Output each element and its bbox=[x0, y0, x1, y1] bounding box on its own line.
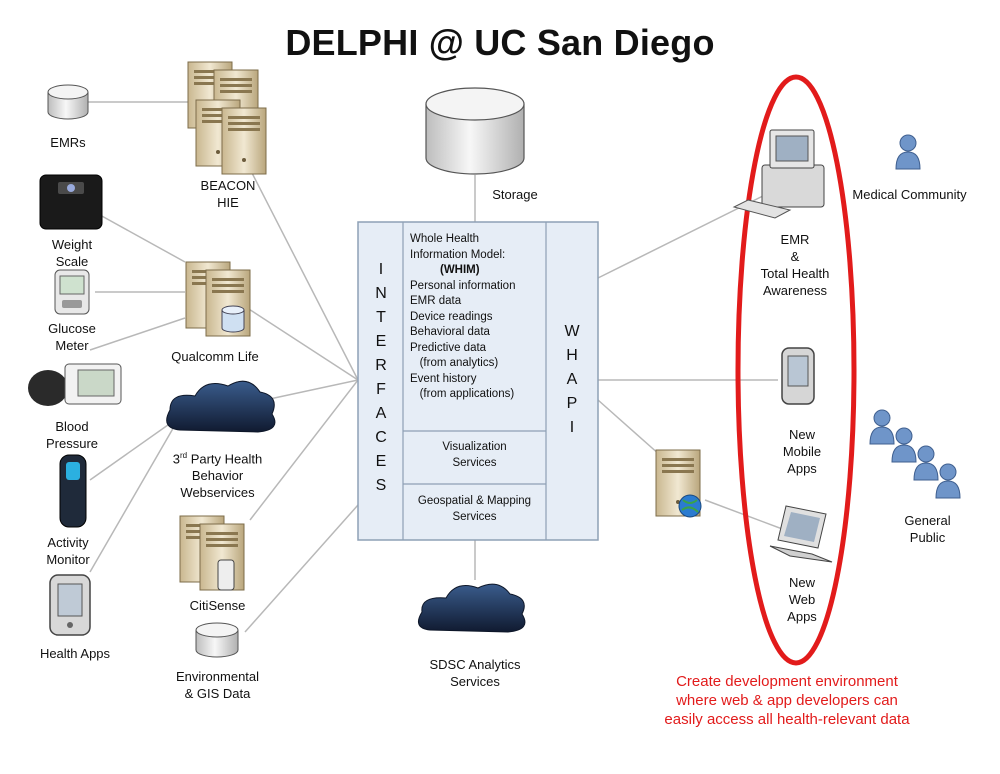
connector-citisense-hub bbox=[249, 379, 359, 521]
vertical-letter: E bbox=[375, 333, 387, 350]
vertical-letter: A bbox=[375, 405, 387, 422]
sdsc-label: SDSC Analytics Services bbox=[429, 657, 521, 689]
health-apps-label: Health Apps bbox=[39, 646, 111, 661]
geospatial-services-label: Geospatial & Mapping Services bbox=[417, 495, 532, 523]
activity-monitor-label: Activity Monitor bbox=[46, 535, 90, 567]
emrs-label: EMRs bbox=[50, 135, 86, 150]
vertical-letter: F bbox=[376, 381, 386, 398]
desktop-computer-icon bbox=[732, 129, 825, 219]
emr-total-health-label: EMR & Total Health Awareness bbox=[760, 232, 830, 298]
whim-item: EMR data bbox=[410, 295, 462, 307]
connector-activity-thirdparty bbox=[89, 419, 176, 481]
whim-item: Event history bbox=[410, 372, 477, 385]
connector-environmental-hub bbox=[244, 504, 359, 633]
qualcomm-label: Qualcomm Life bbox=[171, 349, 259, 364]
whim-item: Behavioral data bbox=[410, 326, 490, 338]
hub-box bbox=[357, 221, 599, 541]
mobile-device-icon bbox=[781, 347, 815, 405]
environmental-label: Environmental & GIS Data bbox=[175, 669, 260, 701]
vertical-letter: W bbox=[564, 323, 580, 340]
connector-thirdparty-hub bbox=[264, 379, 359, 401]
whapi-hub bbox=[357, 221, 599, 541]
visualization-services-label: Visualization Services bbox=[442, 441, 507, 469]
vertical-letter: N bbox=[375, 285, 387, 302]
citisense-label: CitiSense bbox=[189, 598, 246, 613]
health-apps-device-icon bbox=[49, 574, 91, 636]
medical-community-person-icon bbox=[895, 134, 921, 170]
connector-apps-thirdparty bbox=[89, 424, 176, 573]
storage-label: Storage bbox=[492, 187, 538, 202]
development-environment-note: Create development environment where web… bbox=[664, 673, 910, 728]
blood-pressure-icon bbox=[28, 363, 122, 406]
whim-item: Personal information bbox=[410, 279, 516, 292]
vertical-letter: I bbox=[569, 419, 575, 436]
beacon-label: BEACON HIE bbox=[200, 178, 256, 210]
whim-item: Device readings bbox=[410, 310, 493, 323]
diagram-title: DELPHI @ UC San Diego bbox=[285, 22, 715, 63]
glucose-meter-icon bbox=[54, 269, 90, 315]
new-web-apps-label: New Web Apps bbox=[787, 575, 817, 624]
sdsc-cloud-icon bbox=[417, 583, 526, 633]
web-server-icon bbox=[655, 449, 702, 518]
whim-item: Predictive data bbox=[410, 341, 487, 354]
whim-model-text: Whole Health Information Model: (WHIM) P… bbox=[410, 232, 515, 403]
blood-pressure-label: Blood Pressure bbox=[45, 419, 99, 451]
citisense-server-icon bbox=[179, 515, 245, 591]
vertical-letter: S bbox=[375, 477, 387, 494]
general-public-label: General Public bbox=[904, 513, 951, 545]
whim-item: (from analytics) bbox=[410, 357, 499, 369]
vertical-letter: I bbox=[378, 261, 384, 278]
vertical-letter: H bbox=[566, 347, 578, 364]
vertical-letter: C bbox=[375, 429, 387, 446]
laptop-icon bbox=[769, 505, 833, 563]
environmental-database-icon bbox=[195, 622, 239, 658]
new-mobile-apps-label: New Mobile Apps bbox=[782, 427, 822, 476]
whim-item: (from applications) bbox=[410, 388, 515, 400]
glucose-meter-label: Glucose Meter bbox=[48, 321, 96, 353]
highlight-ellipse bbox=[735, 74, 857, 666]
beacon-server-icon bbox=[187, 61, 267, 175]
vertical-letter: P bbox=[566, 395, 578, 412]
emrs-database-icon bbox=[47, 84, 89, 120]
vertical-letter: T bbox=[376, 309, 386, 326]
third-party-cloud-icon bbox=[166, 380, 276, 433]
qualcomm-server-icon bbox=[185, 261, 251, 337]
weight-scale-icon bbox=[39, 174, 103, 230]
connector-bp-qualcomm bbox=[89, 317, 186, 351]
activity-monitor-icon bbox=[59, 454, 87, 528]
connector-weight-qualcomm bbox=[99, 214, 186, 263]
medical-community-label: Medical Community bbox=[852, 187, 967, 202]
connector-hub-server bbox=[597, 399, 661, 456]
storage-database-icon bbox=[425, 87, 525, 175]
general-public-people-icon bbox=[869, 409, 961, 499]
vertical-letter: E bbox=[375, 453, 387, 470]
vertical-letter: A bbox=[566, 371, 578, 388]
vertical-letter: R bbox=[375, 357, 387, 374]
weight-scale-label: Weight Scale bbox=[51, 237, 93, 269]
connector-qualcomm-hub bbox=[234, 299, 359, 381]
third-party-label: 3rd Party Health Behavior Webservices bbox=[172, 451, 263, 501]
